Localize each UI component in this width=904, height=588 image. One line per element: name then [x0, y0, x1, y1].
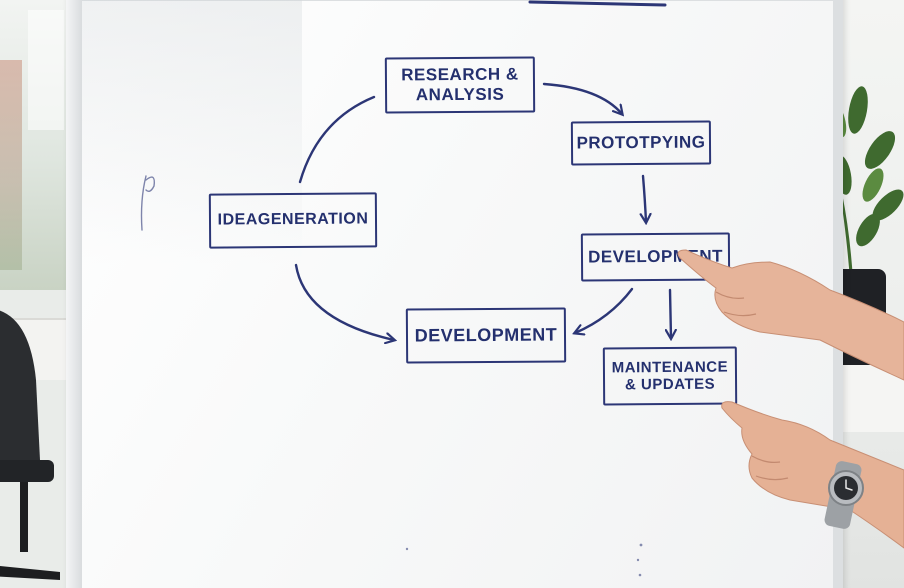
office-chair-icon — [0, 310, 60, 580]
wristwatch-icon — [824, 461, 864, 529]
distant-building — [0, 60, 22, 270]
whiteboard-frame — [66, 0, 82, 588]
window-pane — [28, 10, 64, 130]
whiteboard — [66, 0, 843, 588]
lower-hand — [721, 401, 904, 549]
upper-hand — [677, 249, 904, 381]
board-glare — [82, 0, 302, 330]
